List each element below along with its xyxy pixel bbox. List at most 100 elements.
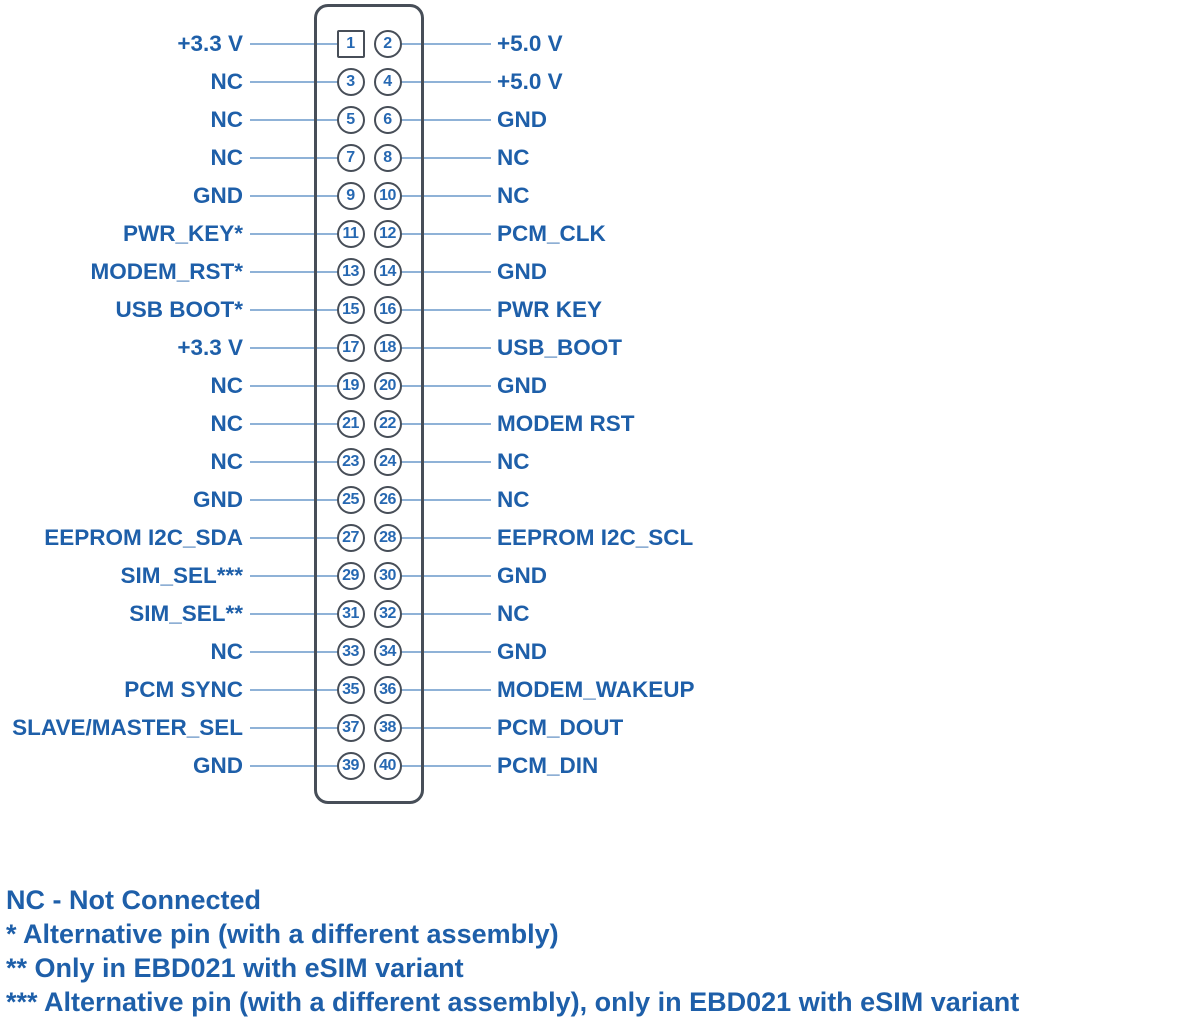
pin-18-label: USB_BOOT bbox=[497, 335, 623, 360]
pin-31-wire bbox=[250, 613, 351, 615]
pin-7: 7 bbox=[336, 143, 365, 172]
pin-26-wire bbox=[388, 499, 491, 501]
pin-21-wire bbox=[250, 423, 351, 425]
pin-18: 18 bbox=[373, 333, 402, 362]
pin-38-label: PCM_DOUT bbox=[497, 715, 624, 740]
pin-11-wire bbox=[250, 233, 351, 235]
pin-2: 2 bbox=[373, 29, 402, 58]
pin-33: 33 bbox=[336, 637, 365, 666]
pin-26-label: NC bbox=[497, 487, 530, 512]
pin-30: 30 bbox=[373, 561, 402, 590]
pin-12: 12 bbox=[373, 219, 402, 248]
legend-line-nc: NC - Not Connected bbox=[6, 885, 261, 915]
pin-25-wire bbox=[250, 499, 351, 501]
pin-12-label: PCM_CLK bbox=[497, 221, 606, 246]
pin-10: 10 bbox=[373, 181, 402, 210]
pin-37-label: SLAVE/MASTER_SEL bbox=[12, 715, 243, 740]
pin-15-label: USB BOOT* bbox=[115, 297, 243, 322]
pin-5-label: NC bbox=[210, 107, 244, 132]
pin-11-label: PWR_KEY* bbox=[122, 221, 243, 246]
pin-12-wire bbox=[388, 233, 491, 235]
pin-37-wire bbox=[250, 727, 351, 729]
pin-39-label: GND bbox=[193, 753, 243, 778]
pin-22: 22 bbox=[373, 409, 402, 438]
pin-28: 28 bbox=[373, 523, 402, 552]
pin-38: 38 bbox=[373, 713, 402, 742]
pin-22-wire bbox=[388, 423, 491, 425]
pin-10-wire bbox=[388, 195, 491, 197]
pin-31: 31 bbox=[336, 599, 365, 628]
pin-9-label: GND bbox=[193, 183, 243, 208]
pin-19-label: NC bbox=[210, 373, 244, 398]
pin-9: 9 bbox=[336, 181, 365, 210]
pin-25: 25 bbox=[336, 485, 365, 514]
pin-24: 24 bbox=[373, 447, 402, 476]
pin-3: 3 bbox=[336, 67, 365, 96]
pin-37: 37 bbox=[336, 713, 365, 742]
pin-34-label: GND bbox=[497, 639, 547, 664]
legend-line-triple-asterisk: *** Alternative pin (with a different as… bbox=[6, 987, 1020, 1017]
pin-29-label: SIM_SEL*** bbox=[120, 563, 243, 588]
pin-31-label: SIM_SEL** bbox=[129, 601, 243, 626]
pin-32-label: NC bbox=[497, 601, 530, 626]
pin-6-wire bbox=[388, 119, 491, 121]
pin-39: 39 bbox=[336, 751, 365, 780]
pin-36: 36 bbox=[373, 675, 402, 704]
pin-15: 15 bbox=[336, 295, 365, 324]
pin-23-wire bbox=[250, 461, 351, 463]
pin-26: 26 bbox=[373, 485, 402, 514]
pin-29: 29 bbox=[336, 561, 365, 590]
pin-27-label: EEPROM I2C_SDA bbox=[44, 525, 243, 550]
pin-30-label: GND bbox=[497, 563, 547, 588]
pin-40-wire bbox=[388, 765, 491, 767]
pin-1-wire bbox=[250, 43, 351, 45]
pin-5: 5 bbox=[336, 105, 365, 134]
pin-3-wire bbox=[250, 81, 351, 83]
pin-18-wire bbox=[388, 347, 491, 349]
pin-16-label: PWR KEY bbox=[497, 297, 603, 322]
pin-14: 14 bbox=[373, 257, 402, 286]
pin-28-wire bbox=[388, 537, 491, 539]
pin-21-label: NC bbox=[210, 411, 244, 436]
pin-27: 27 bbox=[336, 523, 365, 552]
pin-2-label: +5.0 V bbox=[497, 31, 563, 56]
pin-7-wire bbox=[250, 157, 351, 159]
pin-40: 40 bbox=[373, 751, 402, 780]
pin-36-wire bbox=[388, 689, 491, 691]
pin-30-wire bbox=[388, 575, 491, 577]
pin-22-label: MODEM RST bbox=[497, 411, 635, 436]
pin-4: 4 bbox=[373, 67, 402, 96]
pin-4-label: +5.0 V bbox=[497, 69, 563, 94]
pin-10-label: NC bbox=[497, 183, 530, 208]
pin-21: 21 bbox=[336, 409, 365, 438]
legend-line-double-asterisk: ** Only in EBD021 with eSIM variant bbox=[6, 953, 464, 983]
pin-38-wire bbox=[388, 727, 491, 729]
pin-3-label: NC bbox=[210, 69, 244, 94]
pin-6-label: GND bbox=[497, 107, 547, 132]
pin-7-label: NC bbox=[210, 145, 244, 170]
pin-14-label: GND bbox=[497, 259, 547, 284]
pin-13-wire bbox=[250, 271, 351, 273]
pin-35: 35 bbox=[336, 675, 365, 704]
pin-19: 19 bbox=[336, 371, 365, 400]
pin-16-wire bbox=[388, 309, 491, 311]
pin-23: 23 bbox=[336, 447, 365, 476]
pin-4-wire bbox=[388, 81, 491, 83]
pin-14-wire bbox=[388, 271, 491, 273]
pin-25-label: GND bbox=[193, 487, 243, 512]
pin-24-label: NC bbox=[497, 449, 530, 474]
pin-20: 20 bbox=[373, 371, 402, 400]
legend-line-asterisk: * Alternative pin (with a different asse… bbox=[6, 919, 559, 949]
pin-16: 16 bbox=[373, 295, 402, 324]
pin-39-wire bbox=[250, 765, 351, 767]
pin-34: 34 bbox=[373, 637, 402, 666]
pin-13-label: MODEM_RST* bbox=[90, 259, 243, 284]
pin-28-label: EEPROM I2C_SCL bbox=[497, 525, 694, 550]
pin-20-wire bbox=[388, 385, 491, 387]
pin-9-wire bbox=[250, 195, 351, 197]
pin-35-wire bbox=[250, 689, 351, 691]
pin-32-wire bbox=[388, 613, 491, 615]
pin-36-label: MODEM_WAKEUP bbox=[497, 677, 695, 702]
pin-34-wire bbox=[388, 651, 491, 653]
